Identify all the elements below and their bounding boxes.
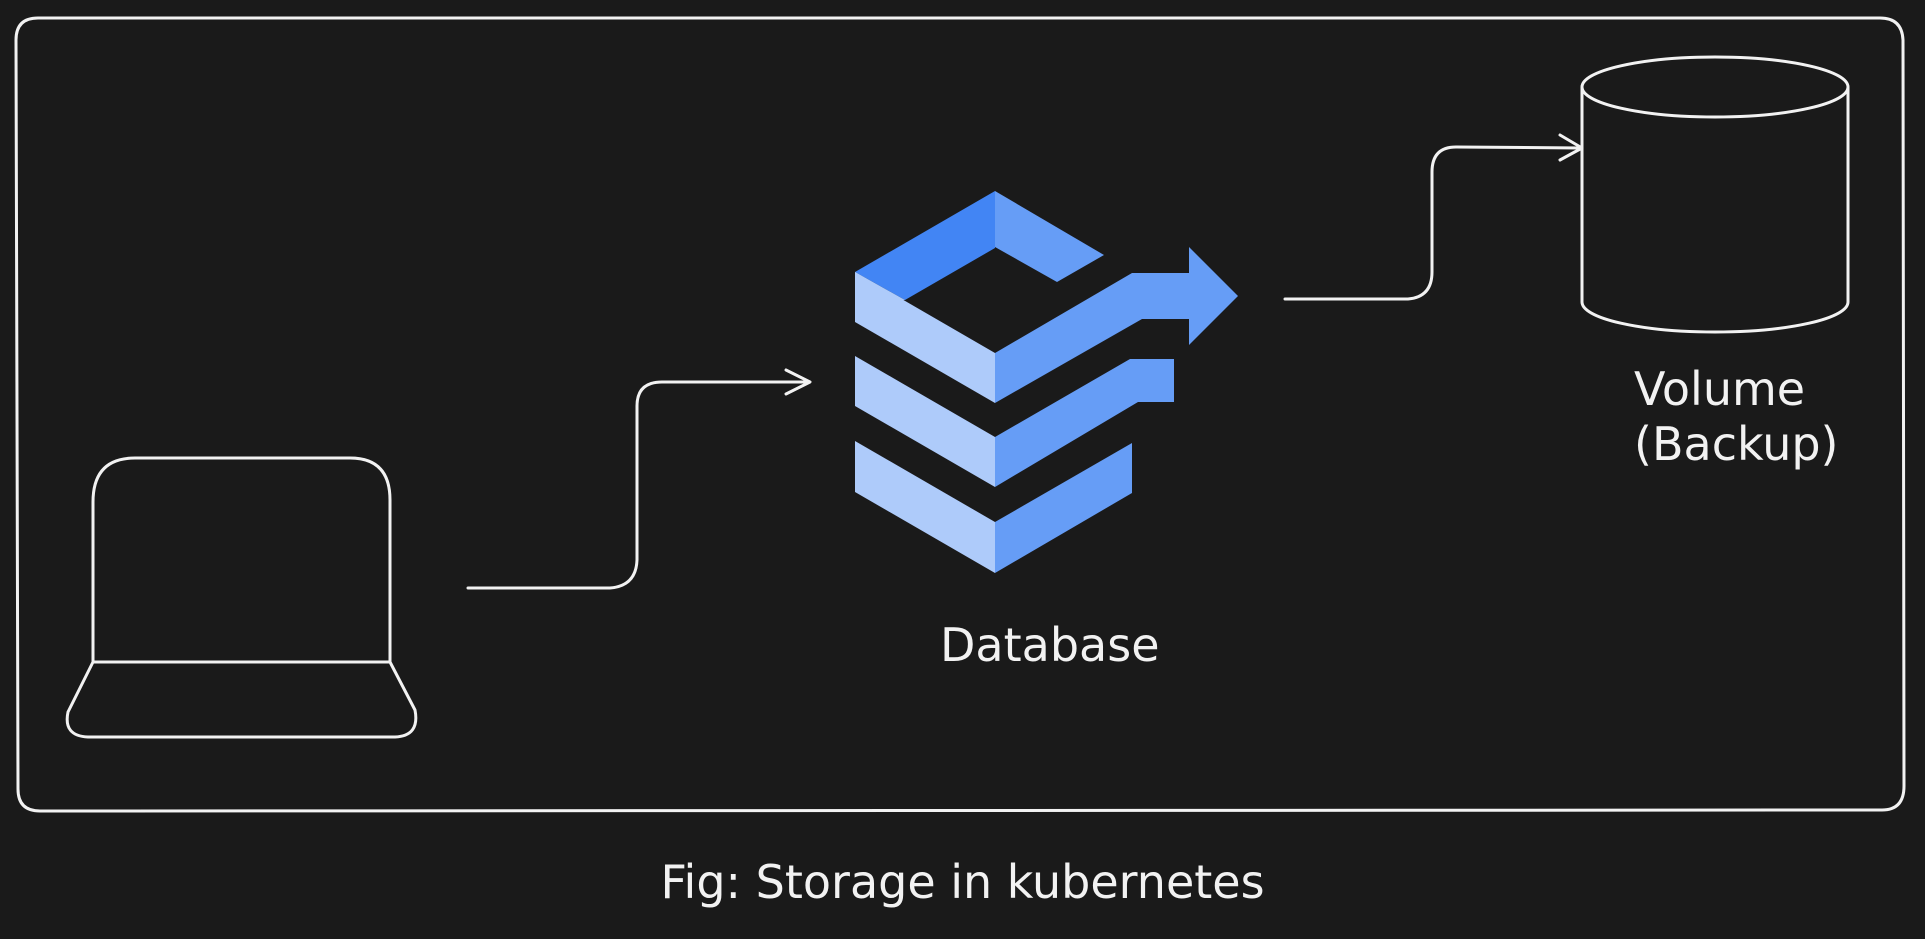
- figure-caption: Fig: Storage in kubernetes: [660, 855, 1265, 909]
- connector-database-to-volume: [1283, 145, 1582, 301]
- laptop-screen: [91, 456, 392, 664]
- db-top-front-right: [995, 247, 1238, 403]
- volume-label: Volume (Backup): [1634, 362, 1839, 472]
- connector-laptop-to-database: [466, 380, 810, 590]
- cluster-frame: [14, 16, 1906, 813]
- db-mid-left: [855, 356, 995, 487]
- cylinder-body: [1580, 87, 1850, 334]
- db-mid-right: [995, 359, 1174, 487]
- cylinder-top: [1580, 55, 1850, 119]
- db-bottom-left: [855, 441, 995, 573]
- db-top-front-left: [855, 272, 995, 403]
- db-bottom-right: [995, 443, 1132, 573]
- laptop-icon: [65, 456, 418, 739]
- db-top-back-right: [995, 191, 1104, 282]
- db-top-back-left: [855, 191, 995, 300]
- arrowhead-database: [784, 368, 812, 396]
- cylinder-icon: [1580, 55, 1850, 334]
- db-top-left-edge: [855, 272, 905, 300]
- laptop-base: [65, 660, 418, 739]
- database-stack-icon: [855, 191, 1238, 573]
- database-label: Database: [940, 618, 1160, 672]
